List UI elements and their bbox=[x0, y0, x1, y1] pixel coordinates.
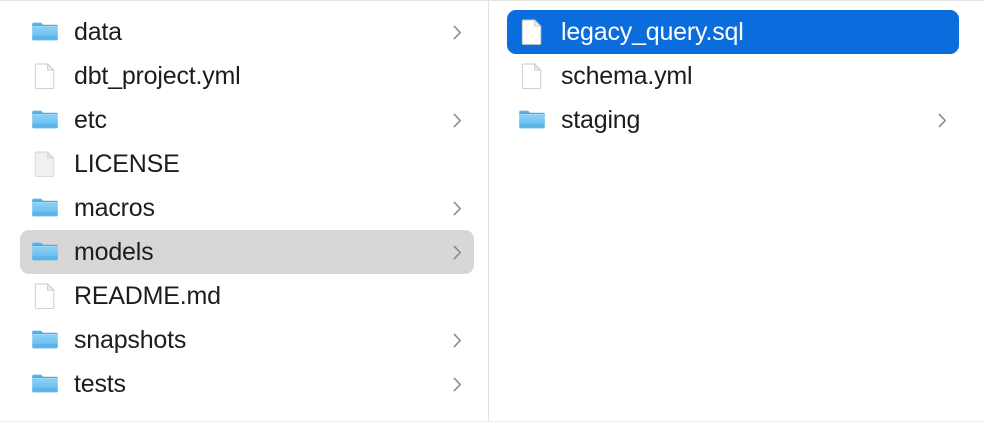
item-label: data bbox=[74, 18, 122, 46]
item-label: tests bbox=[74, 370, 126, 398]
file-row[interactable]: schema.yml bbox=[507, 54, 959, 98]
item-label: etc bbox=[74, 106, 107, 134]
chevron-right-icon[interactable] bbox=[450, 330, 464, 350]
folder-icon bbox=[30, 369, 60, 399]
folder-row[interactable]: snapshots bbox=[20, 318, 474, 362]
folder-row[interactable]: models bbox=[20, 230, 474, 274]
folder-row[interactable]: tests bbox=[20, 362, 474, 406]
item-label: snapshots bbox=[74, 326, 187, 354]
file-row[interactable]: LICENSE bbox=[20, 142, 474, 186]
folder-icon bbox=[30, 105, 60, 135]
folder-row[interactable]: data bbox=[20, 10, 474, 54]
item-label: schema.yml bbox=[561, 62, 693, 90]
document-icon bbox=[517, 61, 547, 91]
chevron-right-icon[interactable] bbox=[450, 374, 464, 394]
folder-icon bbox=[30, 237, 60, 267]
item-label: macros bbox=[74, 194, 155, 222]
folder-icon bbox=[30, 193, 60, 223]
document-icon bbox=[30, 281, 60, 311]
item-label: dbt_project.yml bbox=[74, 62, 241, 90]
folder-row[interactable]: macros bbox=[20, 186, 474, 230]
folder-icon bbox=[30, 17, 60, 47]
chevron-right-icon[interactable] bbox=[450, 198, 464, 218]
item-label: staging bbox=[561, 106, 641, 134]
file-row[interactable]: dbt_project.yml bbox=[20, 54, 474, 98]
folder-row[interactable]: staging bbox=[507, 98, 959, 142]
folder-row[interactable]: etc bbox=[20, 98, 474, 142]
item-label: LICENSE bbox=[74, 150, 180, 178]
file-row[interactable]: README.md bbox=[20, 274, 474, 318]
file-row[interactable]: legacy_query.sql bbox=[507, 10, 959, 54]
chevron-right-icon[interactable] bbox=[450, 242, 464, 262]
chevron-right-icon[interactable] bbox=[450, 22, 464, 42]
folder-icon bbox=[30, 325, 60, 355]
document-icon bbox=[30, 61, 60, 91]
item-label: models bbox=[74, 238, 154, 266]
document-icon bbox=[517, 17, 547, 47]
item-label: legacy_query.sql bbox=[561, 18, 744, 46]
chevron-right-icon[interactable] bbox=[935, 110, 949, 130]
chevron-right-icon[interactable] bbox=[450, 110, 464, 130]
finder-column-child[interactable]: legacy_query.sql schema.yml staging bbox=[489, 1, 983, 421]
folder-icon bbox=[517, 105, 547, 135]
item-label: README.md bbox=[74, 282, 221, 310]
document-plain-icon bbox=[30, 149, 60, 179]
